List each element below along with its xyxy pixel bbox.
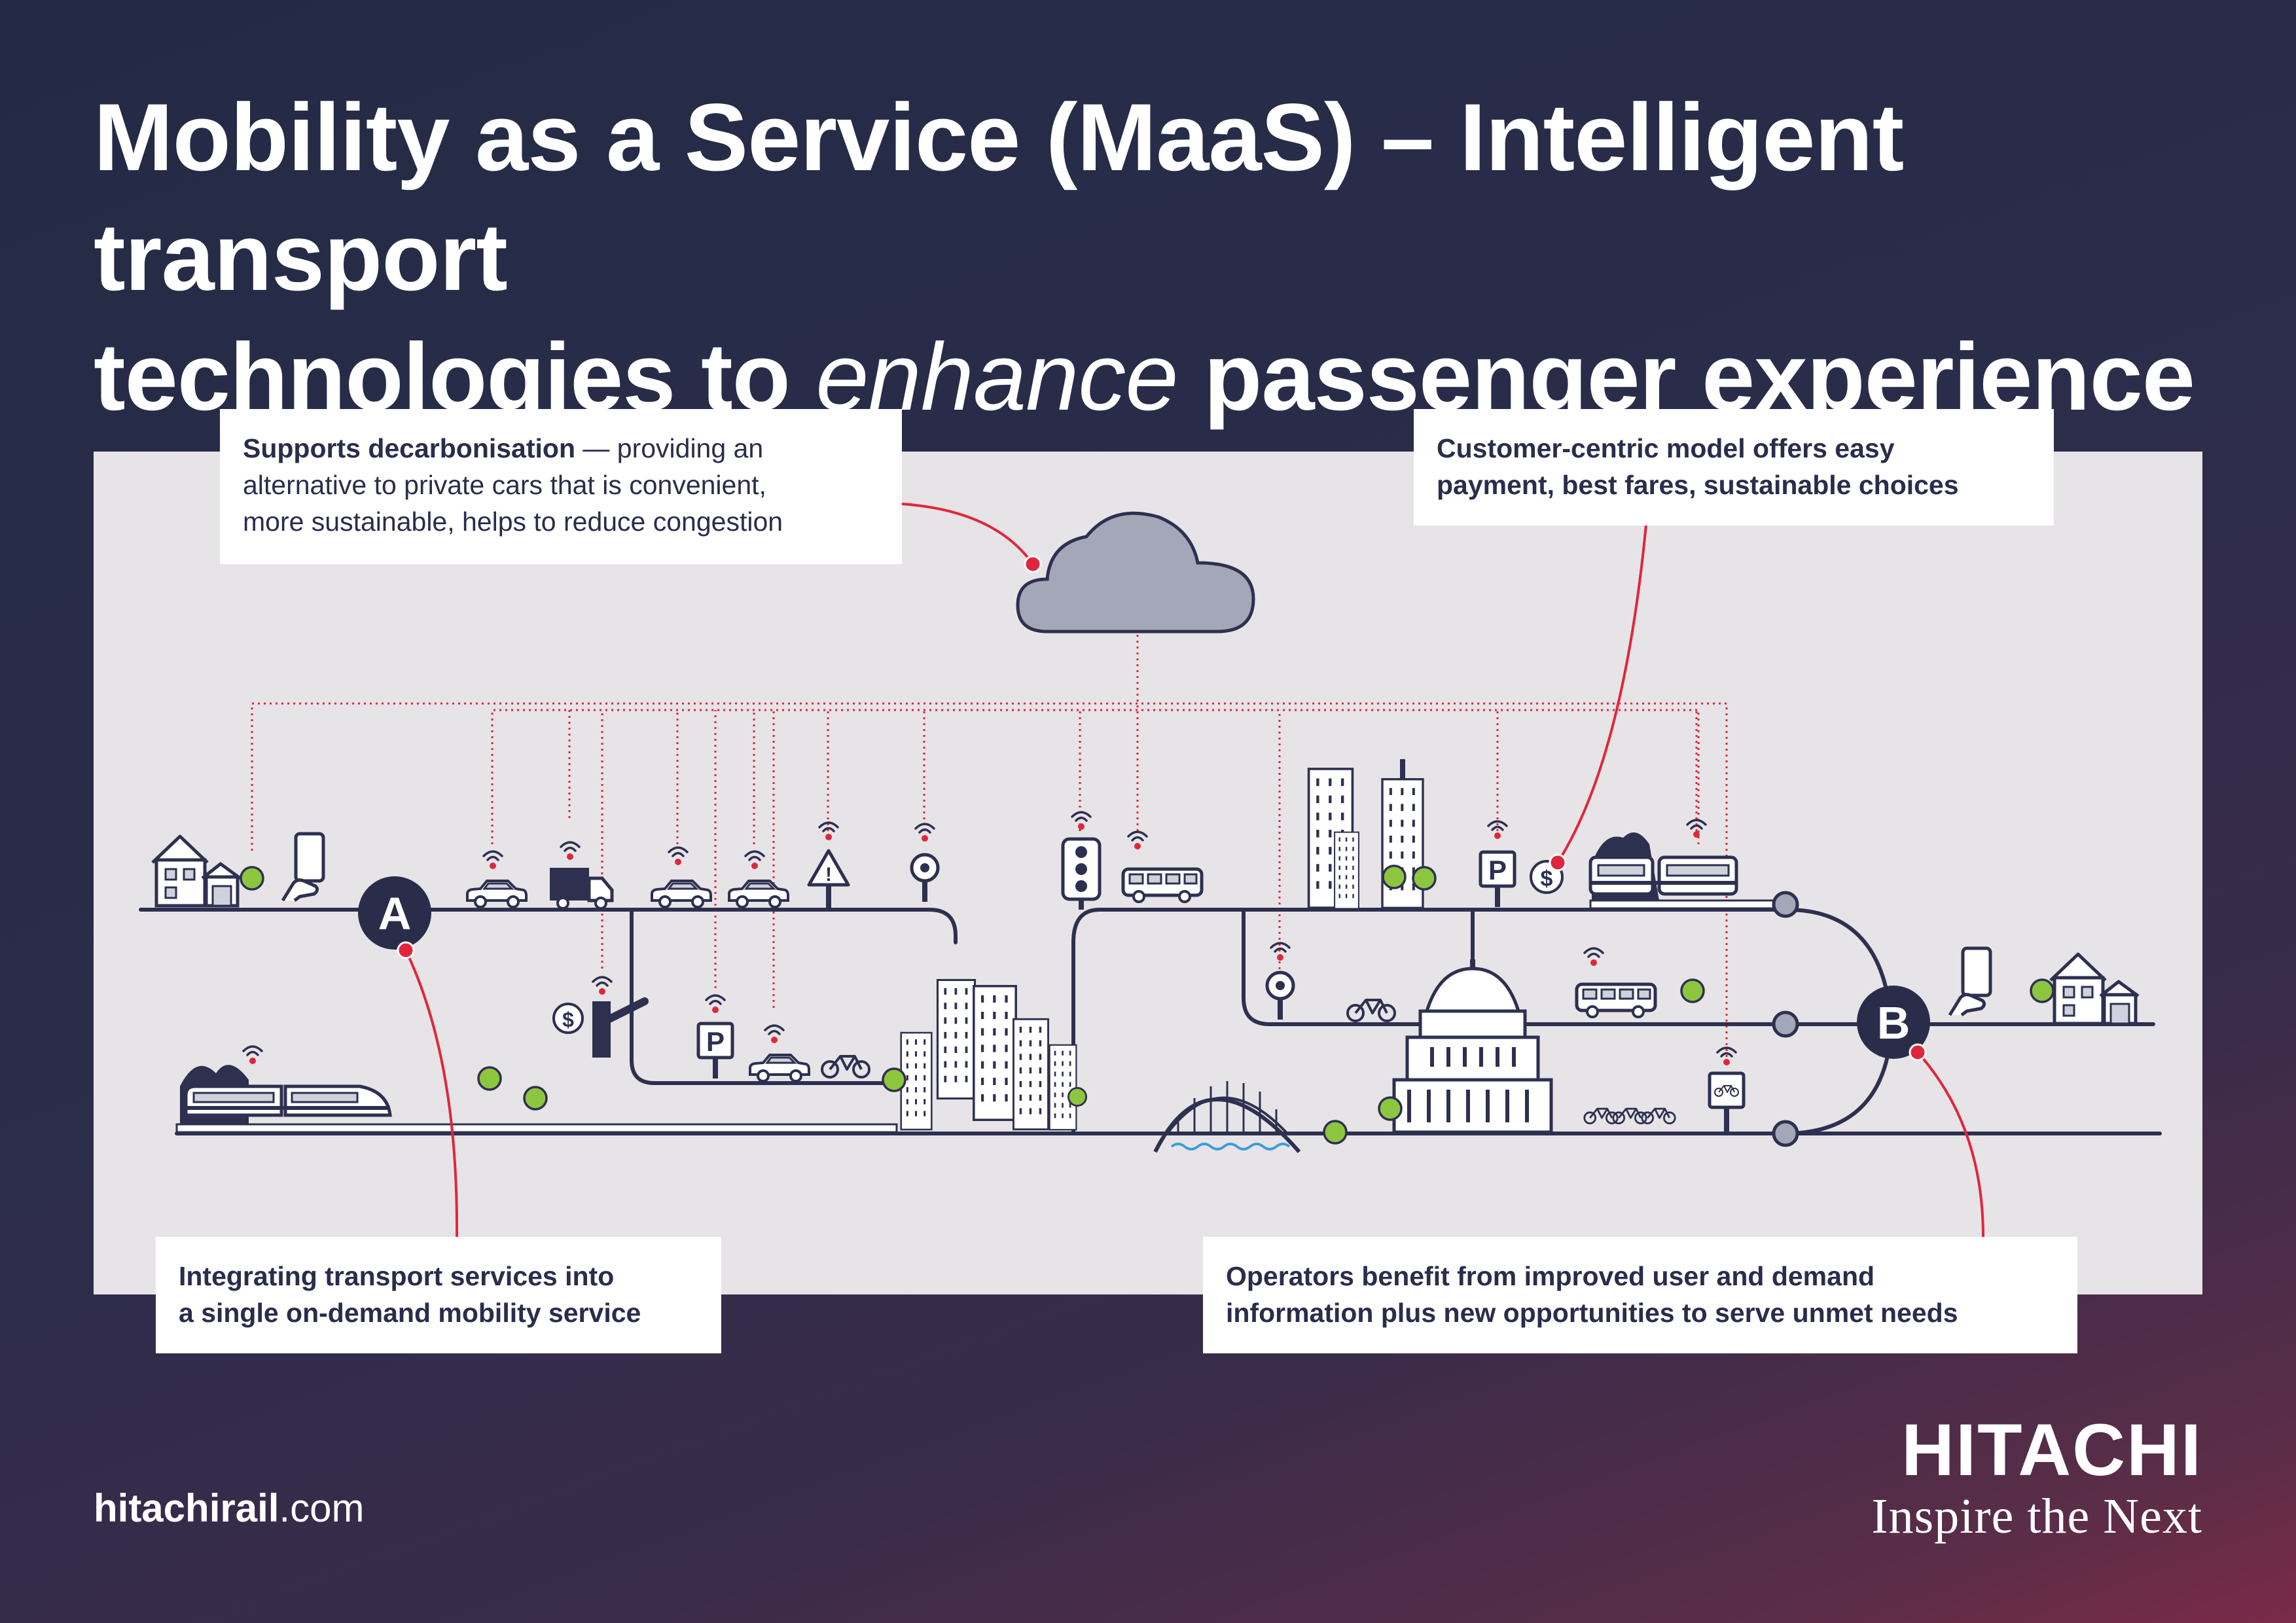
wifi-icon [592, 976, 613, 996]
website-link-tld: .com [279, 1486, 365, 1530]
hitachi-logo: HITACHI Inspire the Next [1871, 1414, 2202, 1546]
brand-name: HITACHI [1901, 1409, 2202, 1491]
callout-customer-line1: Customer-centric model offers easy [1437, 433, 1895, 463]
callout-integration: Integrating transport services into a si… [156, 1237, 721, 1353]
tree-icon [1067, 1087, 1087, 1107]
tree-icon [882, 1067, 906, 1092]
data-network-lines [251, 635, 1728, 1060]
callout-customer-line2: payment, best fares, sustainable choices [1437, 470, 1959, 500]
callout-integration-line2: a single on-demand mobility service [179, 1298, 641, 1328]
wifi-icon [1686, 819, 1707, 839]
skyscraper-icon [937, 980, 975, 1098]
wifi-icon [1127, 830, 1148, 851]
callout-decarbonisation-line2: alternative to private cars that is conv… [243, 470, 766, 500]
car-icon [651, 880, 712, 908]
tree-icon [1378, 1096, 1403, 1121]
barrier-gate-icon: $ [552, 997, 649, 1058]
bike-share-station-icon [1708, 1071, 1746, 1132]
bridge-icon [1153, 1081, 1301, 1153]
node-b-label: B [1877, 997, 1910, 1048]
callout-operators: Operators benefit from improved user and… [1203, 1237, 2077, 1353]
road-network [139, 908, 2162, 1135]
wifi-icon [764, 1024, 785, 1044]
brand-tagline: Inspire the Next [1871, 1489, 2202, 1544]
website-link[interactable]: hitachirail.com [94, 1486, 364, 1531]
callout-leader-dots [397, 555, 1927, 1061]
callout-customer-centric: Customer-centric model offers easy payme… [1414, 409, 2054, 526]
node-a-label: A [378, 888, 412, 939]
tower-spire [1400, 759, 1405, 779]
parking-meter-icon [912, 855, 938, 902]
skyscraper-icon [1049, 1044, 1077, 1131]
callout-leaders [404, 503, 1984, 1238]
rail-tracks [175, 899, 1788, 1133]
skyscraper-icon [1382, 779, 1423, 908]
bicycle-icon [1583, 1107, 1619, 1125]
bicycle-icon [821, 1055, 870, 1079]
bicycle-icon [1346, 999, 1396, 1022]
title-part1: Mobility as a Service (MaaS) – Intellige… [94, 84, 1904, 310]
tree-icon [1412, 866, 1437, 891]
wifi-icon [705, 994, 726, 1014]
node-a: A [358, 876, 431, 950]
traffic-light-icon [1061, 837, 1102, 910]
node-b: B [1857, 986, 1930, 1059]
wifi-icon [1071, 811, 1092, 831]
callout-operators-line2: information plus new opportunities to se… [1226, 1298, 1958, 1328]
callout-decarbonisation: Supports decarbonisation — providing an … [220, 409, 902, 564]
tram-icon [1588, 855, 1738, 896]
parking-sign-icon [1480, 852, 1515, 907]
wifi-icon [1583, 947, 1604, 967]
coin-symbol: $ [1541, 866, 1553, 891]
bus-icon [1577, 984, 1655, 1017]
callout-decarbonisation-line1: — providing an [575, 433, 764, 463]
tree-icon [2030, 978, 2054, 1003]
bicycle-icon [1641, 1107, 1676, 1125]
car-icon [749, 1054, 810, 1082]
wifi-icon [914, 823, 935, 843]
wifi-icon [668, 846, 689, 866]
website-link-domain: hitachirail [94, 1486, 279, 1530]
wifi-icon [482, 850, 503, 870]
warning-sign-icon: ! [807, 821, 850, 908]
tree-icon [240, 866, 264, 891]
callout-decarbonisation-heading: Supports decarbonisation [243, 433, 575, 463]
tree-icon [1680, 978, 1705, 1003]
bicycle-icon [1612, 1107, 1647, 1125]
house-icon [2051, 954, 2138, 1024]
capitol-building-icon [1392, 959, 1553, 1134]
skyscraper-icon [1335, 832, 1359, 909]
svg-text:!: ! [825, 864, 832, 885]
house-icon [152, 836, 240, 906]
callout-decarbonisation-line3: more sustainable, helps to reduce conges… [243, 507, 783, 537]
parking-meter-icon [1267, 972, 1293, 1020]
station-terminals [1772, 891, 1799, 1147]
smartphone-icon [1950, 948, 1990, 1015]
bus-icon [1123, 869, 1202, 902]
skyscraper-icon [972, 984, 1018, 1122]
callout-operators-line1: Operators benefit from improved user and… [1226, 1261, 1875, 1291]
wifi-icon [1270, 942, 1291, 962]
van-icon [550, 868, 614, 910]
train-icon [186, 1086, 390, 1115]
wifi-icon [744, 850, 765, 870]
smartphone-icon [283, 834, 323, 901]
svg-text:$: $ [562, 1008, 574, 1031]
wifi-icon [560, 841, 581, 861]
parking-sign-icon [698, 1024, 732, 1079]
tree-icon [1323, 1120, 1348, 1145]
tree-icon [1382, 865, 1407, 889]
wifi-icon [242, 1045, 263, 1065]
car-icon [466, 880, 528, 908]
tree-icon [523, 1086, 548, 1111]
skyscraper-icon [1012, 1018, 1050, 1131]
cloud-icon [1016, 511, 1255, 633]
car-icon [728, 880, 789, 908]
tree-icon [477, 1066, 502, 1091]
callout-integration-line1: Integrating transport services into [179, 1261, 615, 1291]
